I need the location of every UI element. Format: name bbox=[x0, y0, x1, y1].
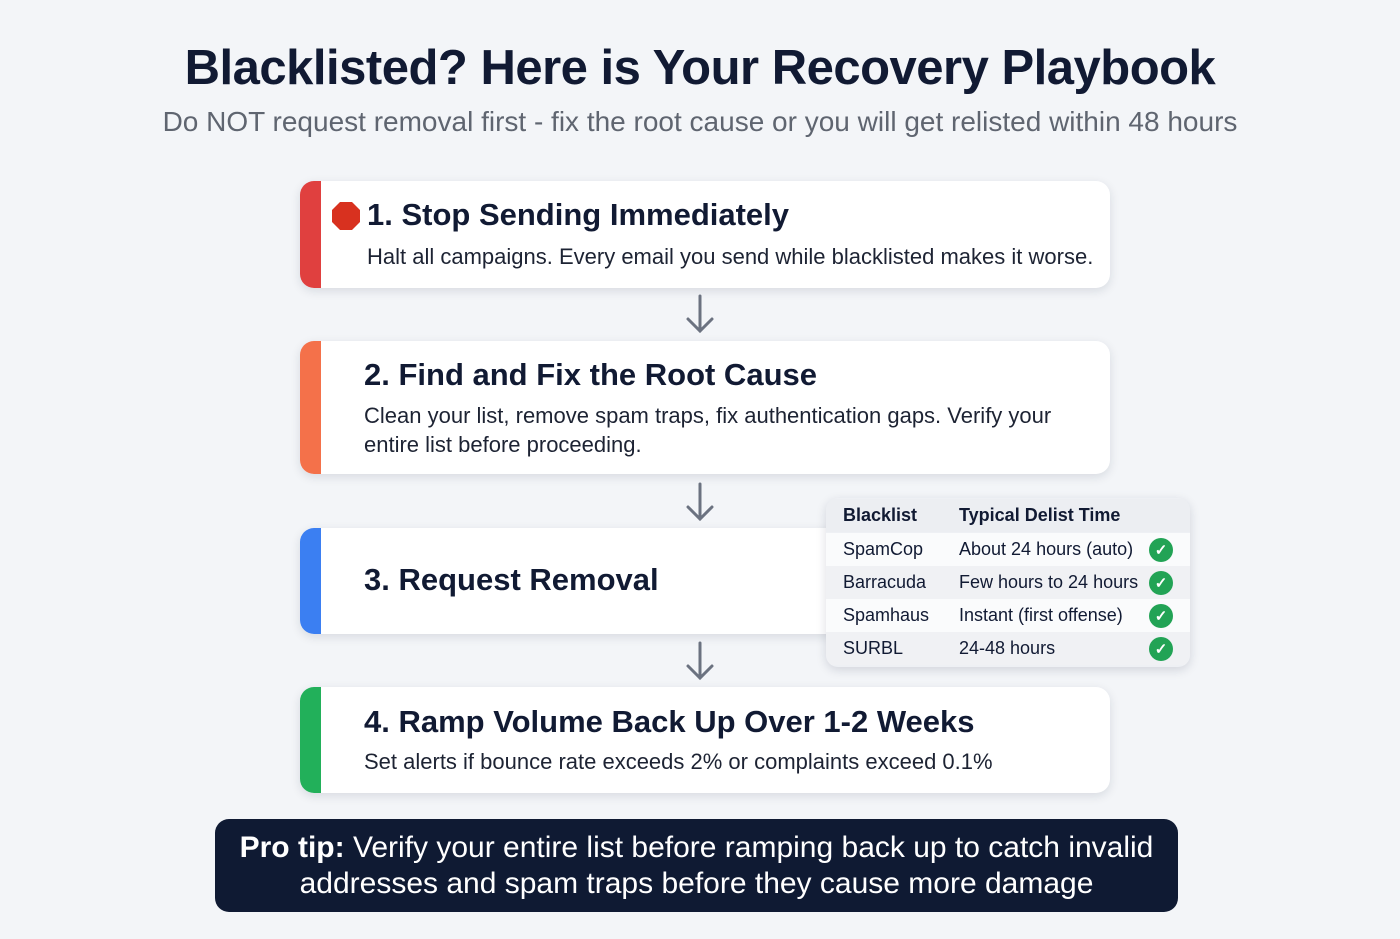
step-color-bar bbox=[300, 181, 321, 288]
step-title: 2. Find and Fix the Root Cause bbox=[364, 357, 817, 392]
table-row: Spamhaus Instant (first offense) ✓ bbox=[826, 599, 1190, 632]
page-subtitle: Do NOT request removal first - fix the r… bbox=[162, 106, 1238, 137]
table-row: SURBL 24-48 hours ✓ bbox=[826, 632, 1190, 665]
check-circle-icon: ✓ bbox=[1149, 636, 1173, 661]
check-circle-icon: ✓ bbox=[1149, 603, 1173, 628]
header-blacklist: Blacklist bbox=[843, 505, 918, 525]
pro-tip-banner: Pro tip: Verify your entire list before … bbox=[215, 819, 1178, 912]
table-row: Barracuda Few hours to 24 hours ✓ bbox=[826, 566, 1190, 599]
table-row: SpamCop About 24 hours (auto) ✓ bbox=[826, 533, 1190, 566]
arrow-down-icon bbox=[686, 641, 714, 681]
step-body: Halt all campaigns. Every email you send… bbox=[367, 244, 1094, 269]
stop-sign-icon bbox=[332, 202, 360, 230]
delist-time: About 24 hours (auto) bbox=[959, 539, 1134, 559]
step-title: 3. Request Removal bbox=[364, 562, 659, 597]
step-card-2: 2. Find and Fix the Root Cause Clean you… bbox=[300, 341, 1110, 474]
check-circle-icon: ✓ bbox=[1149, 537, 1173, 562]
check-circle-icon: ✓ bbox=[1149, 570, 1173, 595]
delist-time: Instant (first offense) bbox=[959, 605, 1123, 625]
arrow-down-icon bbox=[686, 294, 714, 334]
delist-time-table: Blacklist Typical Delist Time SpamCop Ab… bbox=[826, 498, 1190, 667]
step-color-bar bbox=[300, 341, 321, 474]
step-title: 1. Stop Sending Immediately bbox=[367, 197, 790, 232]
step-color-bar bbox=[300, 687, 321, 793]
page-title: Blacklisted? Here is Your Recovery Playb… bbox=[184, 41, 1216, 95]
step-card-1: 1. Stop Sending Immediately Halt all cam… bbox=[300, 181, 1110, 288]
arrow-down-icon bbox=[686, 482, 714, 522]
step-body: Clean your list, remove spam traps, fix … bbox=[364, 403, 1052, 457]
pro-tip-text: Verify your entire list before ramping b… bbox=[299, 831, 1154, 900]
step-body: Set alerts if bounce rate exceeds 2% or … bbox=[364, 749, 993, 774]
blacklist-name: SURBL bbox=[843, 638, 904, 658]
step-card-4: 4. Ramp Volume Back Up Over 1-2 Weeks Se… bbox=[300, 687, 1110, 793]
pro-tip-label: Pro tip: bbox=[239, 831, 345, 864]
table-header: Blacklist Typical Delist Time bbox=[826, 499, 1190, 532]
blacklist-name: Spamhaus bbox=[843, 605, 930, 625]
blacklist-name: SpamCop bbox=[843, 539, 924, 559]
step-color-bar bbox=[300, 528, 321, 634]
delist-time: 24-48 hours bbox=[959, 638, 1056, 658]
blacklist-name: Barracuda bbox=[843, 572, 927, 592]
header-delist-time: Typical Delist Time bbox=[959, 505, 1121, 525]
delist-time: Few hours to 24 hours bbox=[959, 572, 1139, 592]
step-title: 4. Ramp Volume Back Up Over 1-2 Weeks bbox=[364, 704, 975, 739]
